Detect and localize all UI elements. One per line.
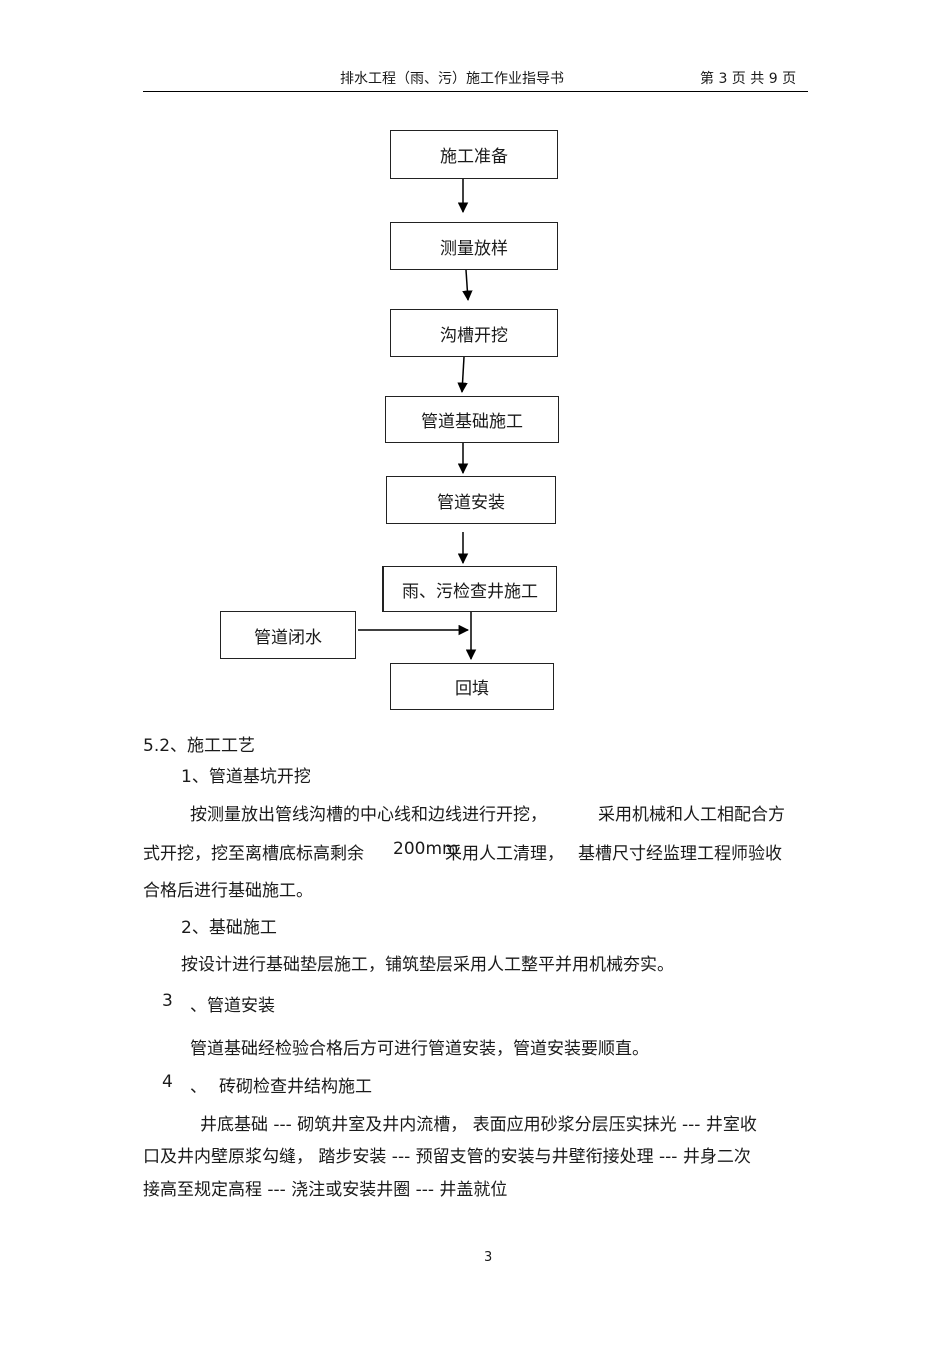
section-title: 5.2、施工工艺: [143, 736, 256, 756]
item1-title: 1、管道基坑开挖: [181, 767, 311, 787]
document-title: 排水工程（雨、污）施工作业指导书: [340, 71, 564, 87]
header-divider: [143, 91, 808, 92]
arrow-3: [457, 356, 468, 394]
flow-step-install: 管道安装: [386, 476, 556, 524]
item4-text-2: 口及井内壁原浆勾缝， 踏步安装 --- 预留支管的安装与井壁衔接处理 --- 井…: [143, 1147, 751, 1167]
item3-number: 3: [162, 991, 173, 1011]
flow-step-trench: 沟槽开挖: [390, 309, 558, 357]
item1-text-b: 采用机械和人工相配合方: [598, 805, 785, 825]
item3-text: 管道基础经检验合格后方可进行管道安装，管道安装要顺直。: [190, 1039, 649, 1059]
item4-text-1: 井底基础 --- 砌筑井室及井内流槽， 表面应用砂浆分层压实抹光 --- 井室收: [200, 1115, 757, 1135]
page-number: 3: [484, 1250, 493, 1265]
item1-text-e: 采用人工清理，: [445, 844, 564, 864]
item4-title: 砖砌检查井结构施工: [219, 1077, 372, 1097]
flow-step-foundation: 管道基础施工: [385, 396, 559, 443]
item2-title: 2、基础施工: [181, 918, 277, 938]
item1-text-f: 基槽尺寸经监理工程师验收: [578, 844, 782, 864]
flow-step-backfill: 回填: [390, 663, 554, 710]
page-info: 第 3 页 共 9 页: [700, 71, 797, 87]
item2-text: 按设计进行基础垫层施工，铺筑垫层采用人工整平并用机械夯实。: [181, 955, 674, 975]
item1-text-c: 式开挖，挖至离槽底标高剩余: [143, 844, 364, 864]
item1-text-a: 按测量放出管线沟槽的中心线和边线进行开挖，: [190, 805, 547, 825]
arrow-2: [462, 269, 473, 302]
item4-text-3: 接高至规定高程 --- 浇注或安装井圈 --- 井盖就位: [143, 1180, 508, 1200]
flow-step-manhole: 雨、污检查井施工: [382, 566, 557, 612]
item1-text-g: 合格后进行基础施工。: [143, 881, 313, 901]
item1-text-d: 200mm: [393, 839, 459, 859]
flow-step-prep: 施工准备: [390, 130, 558, 179]
item3-title: 、管道安装: [190, 996, 275, 1016]
item4-number: 4: [162, 1072, 173, 1092]
item4-separator: 、: [190, 1077, 207, 1097]
flow-step-closed-water-test: 管道闭水: [220, 611, 356, 659]
flow-step-survey: 测量放样: [390, 222, 558, 270]
